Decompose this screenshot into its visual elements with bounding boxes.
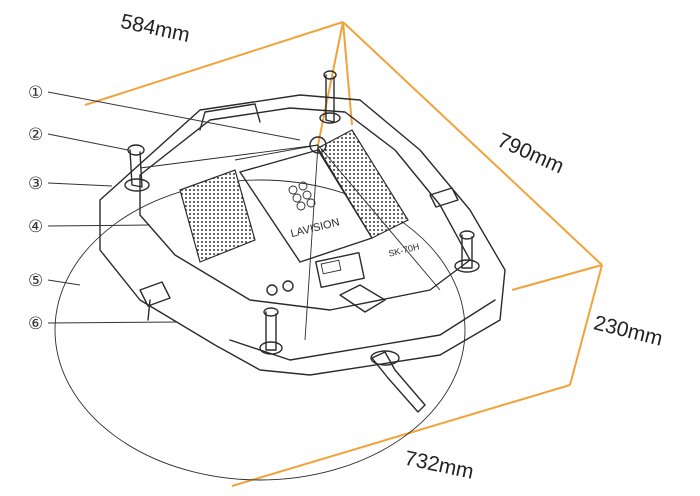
- callout-4: ④: [28, 217, 43, 237]
- dimension-line-side: [511, 264, 603, 291]
- model-label: SK-70H: [387, 241, 420, 258]
- center-pivot: [309, 136, 327, 154]
- thumbscrews: [124, 70, 480, 355]
- dimension-depth-label: 790mm: [494, 129, 567, 178]
- dimension-lines: [84, 21, 603, 487]
- front-rail: [229, 299, 496, 361]
- pivot-handle: [371, 351, 426, 413]
- dimension-line-width: [84, 21, 344, 106]
- center-panel: [239, 149, 373, 263]
- dimension-line-depth: [342, 21, 603, 266]
- right-knob: [429, 187, 459, 208]
- callout-5: ⑤: [28, 271, 43, 291]
- control-panel: [315, 252, 365, 288]
- callout-leaders: [47, 91, 301, 324]
- callout-2: ②: [28, 125, 43, 145]
- callout-5-label: ⑤: [28, 271, 43, 291]
- dimension-line-inner-left: [317, 21, 344, 146]
- callout-6-label: ⑥: [28, 314, 43, 334]
- outer-frame: [99, 94, 506, 376]
- dimension-width-label: 584mm: [119, 10, 192, 47]
- callout-2-label: ②: [28, 125, 43, 145]
- bottom-bracket: [339, 284, 386, 313]
- dimension-line-diagonal: [231, 384, 571, 487]
- side-clamp: [139, 281, 171, 307]
- yoke-sweep-arc: [54, 179, 466, 481]
- dimension-diagonal-label: 732mm: [402, 447, 475, 484]
- thumbscrew-left: [124, 144, 150, 192]
- display-screen: [320, 259, 342, 275]
- pivot-knob: [370, 350, 400, 366]
- thumbscrew-top: [319, 70, 341, 124]
- dimension-height-label: 230mm: [591, 311, 665, 350]
- thumbscrew-right: [454, 230, 480, 273]
- dimension-line-height: [569, 264, 603, 386]
- callout-4-label: ④: [28, 217, 43, 237]
- callout-1: ①: [28, 83, 43, 103]
- callout-3: ③: [28, 174, 43, 194]
- callout-6: ⑥: [28, 314, 43, 334]
- fixture-body: [99, 94, 506, 413]
- brand-label: LAVISION: [289, 216, 340, 240]
- led-cluster: [288, 181, 316, 211]
- callout-1-label: ①: [28, 83, 43, 103]
- thumbscrew-bottom: [259, 307, 283, 355]
- connector-2: [282, 280, 294, 292]
- dimension-line-inner-right: [342, 21, 353, 126]
- connector-1: [266, 284, 278, 296]
- callout-3-label: ③: [28, 174, 43, 194]
- left-vent-panel: [179, 169, 256, 263]
- callouts: ① ② ③ ④ ⑤ ⑥: [28, 83, 43, 334]
